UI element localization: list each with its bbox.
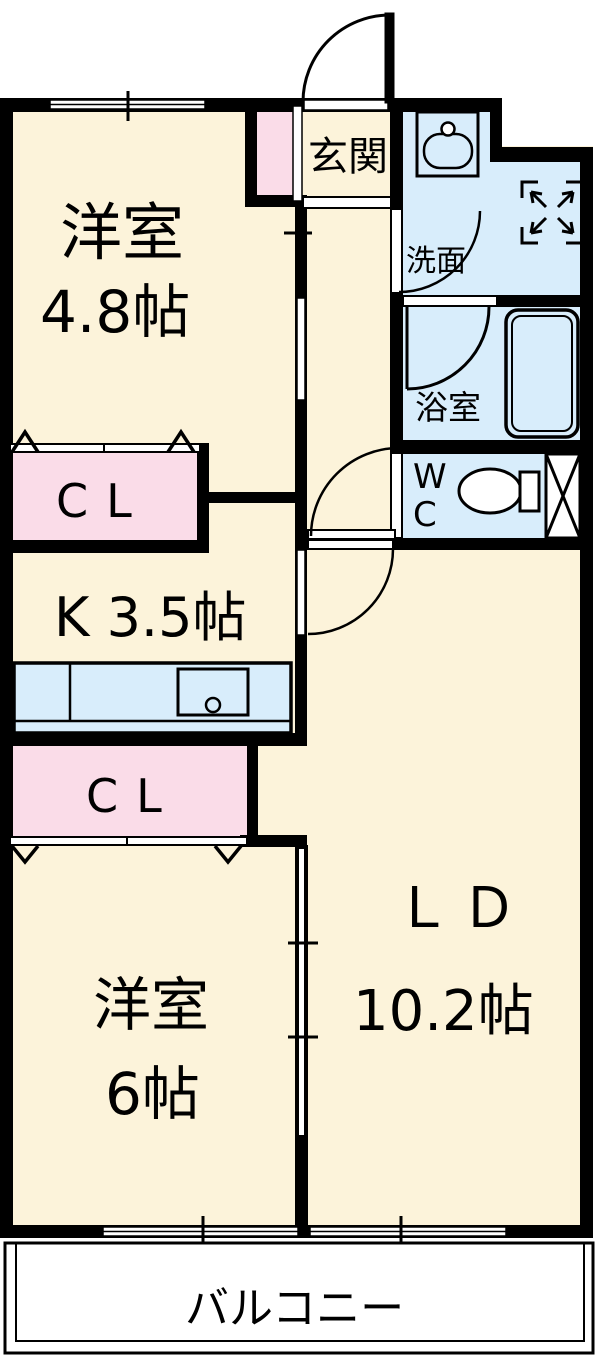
vanity-sink-icon bbox=[415, 110, 480, 178]
room-label-washroom: 洗面 bbox=[406, 244, 466, 279]
balcony-outline bbox=[3, 1241, 595, 1355]
washroom-door bbox=[398, 210, 482, 294]
entrance-door bbox=[301, 12, 395, 104]
toilet-icon bbox=[457, 467, 541, 515]
bathtub-icon bbox=[504, 308, 580, 439]
room-label-western-room-1: 洋室 bbox=[60, 196, 185, 269]
room-label-closet-1: CL bbox=[56, 474, 150, 528]
hall-door bbox=[307, 539, 395, 636]
room-label-closet-2: CL bbox=[86, 769, 180, 823]
kitchen-counter bbox=[12, 661, 293, 735]
room-label-bathroom: 浴室 bbox=[415, 388, 481, 427]
room-label-kitchen: K 3.5帖 bbox=[54, 586, 247, 649]
closet2-folding-door bbox=[9, 836, 248, 865]
room-label-western-room-2: 洋室 bbox=[93, 971, 210, 1039]
closet1-folding-door bbox=[9, 428, 201, 453]
room-label-entrance: 玄関 bbox=[308, 134, 388, 180]
room-size-living-dining: 10.2帖 bbox=[353, 979, 534, 1044]
room-label-balcony: バルコニー bbox=[185, 1283, 405, 1334]
bathroom-door bbox=[405, 306, 491, 391]
washing-machine-space-icon bbox=[520, 180, 584, 245]
room-size-western-room-1: 4.8帖 bbox=[40, 278, 191, 346]
pipe-shaft-icon bbox=[544, 452, 582, 540]
room-label-living-dining: ＬＤ bbox=[395, 876, 527, 941]
room-size-western-room-2: 6帖 bbox=[105, 1060, 200, 1128]
